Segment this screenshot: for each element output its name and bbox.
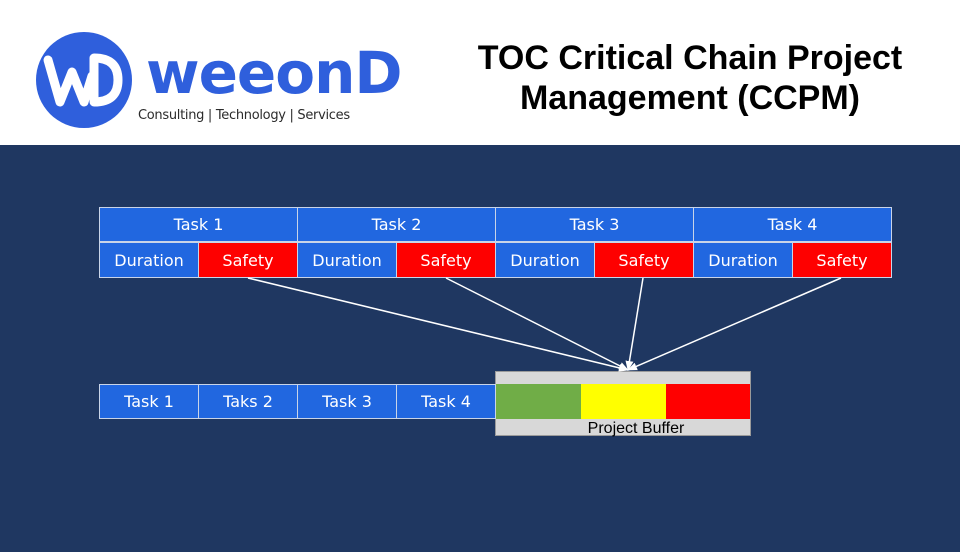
safety-cell: Safety — [594, 242, 694, 278]
buffer-zone-red — [666, 384, 750, 419]
bottom-task-1: Task 1 — [99, 384, 199, 419]
arrow-line — [445, 277, 629, 371]
arrow-line — [625, 277, 644, 371]
top-task-4: Task 4 — [693, 207, 892, 242]
safety-cell: Safety — [792, 242, 892, 278]
duration-cell: Duration — [693, 242, 793, 278]
duration-cell: Duration — [99, 242, 199, 278]
bottom-task-2: Taks 2 — [198, 384, 298, 419]
duration-cell: Duration — [297, 242, 397, 278]
logo-wordmark: weeonD — [146, 39, 403, 107]
weeond-logo-icon — [36, 32, 132, 128]
safety-cell: Safety — [198, 242, 298, 278]
title-line-2: Management (CCPM) — [519, 79, 861, 117]
page-title: TOC Critical Chain Project Management (C… — [440, 38, 940, 118]
bottom-task-3: Task 3 — [297, 384, 397, 419]
title-line-1: TOC Critical Chain Project — [477, 39, 903, 77]
top-task-3: Task 3 — [495, 207, 694, 242]
arrow-line — [247, 277, 629, 372]
top-task-1: Task 1 — [99, 207, 298, 242]
header-bar: weeonD Consulting | Technology | Service… — [0, 0, 960, 145]
logo-tagline: Consulting | Technology | Services — [138, 108, 350, 123]
safety-cell: Safety — [396, 242, 496, 278]
buffer-zone-green — [496, 384, 581, 419]
project-buffer-label: Project Buffer — [587, 420, 685, 437]
top-task-2: Task 2 — [297, 207, 496, 242]
duration-cell: Duration — [495, 242, 595, 278]
arrow-line — [627, 277, 842, 371]
buffer-zone-yellow — [581, 384, 666, 419]
bottom-task-4: Task 4 — [396, 384, 496, 419]
